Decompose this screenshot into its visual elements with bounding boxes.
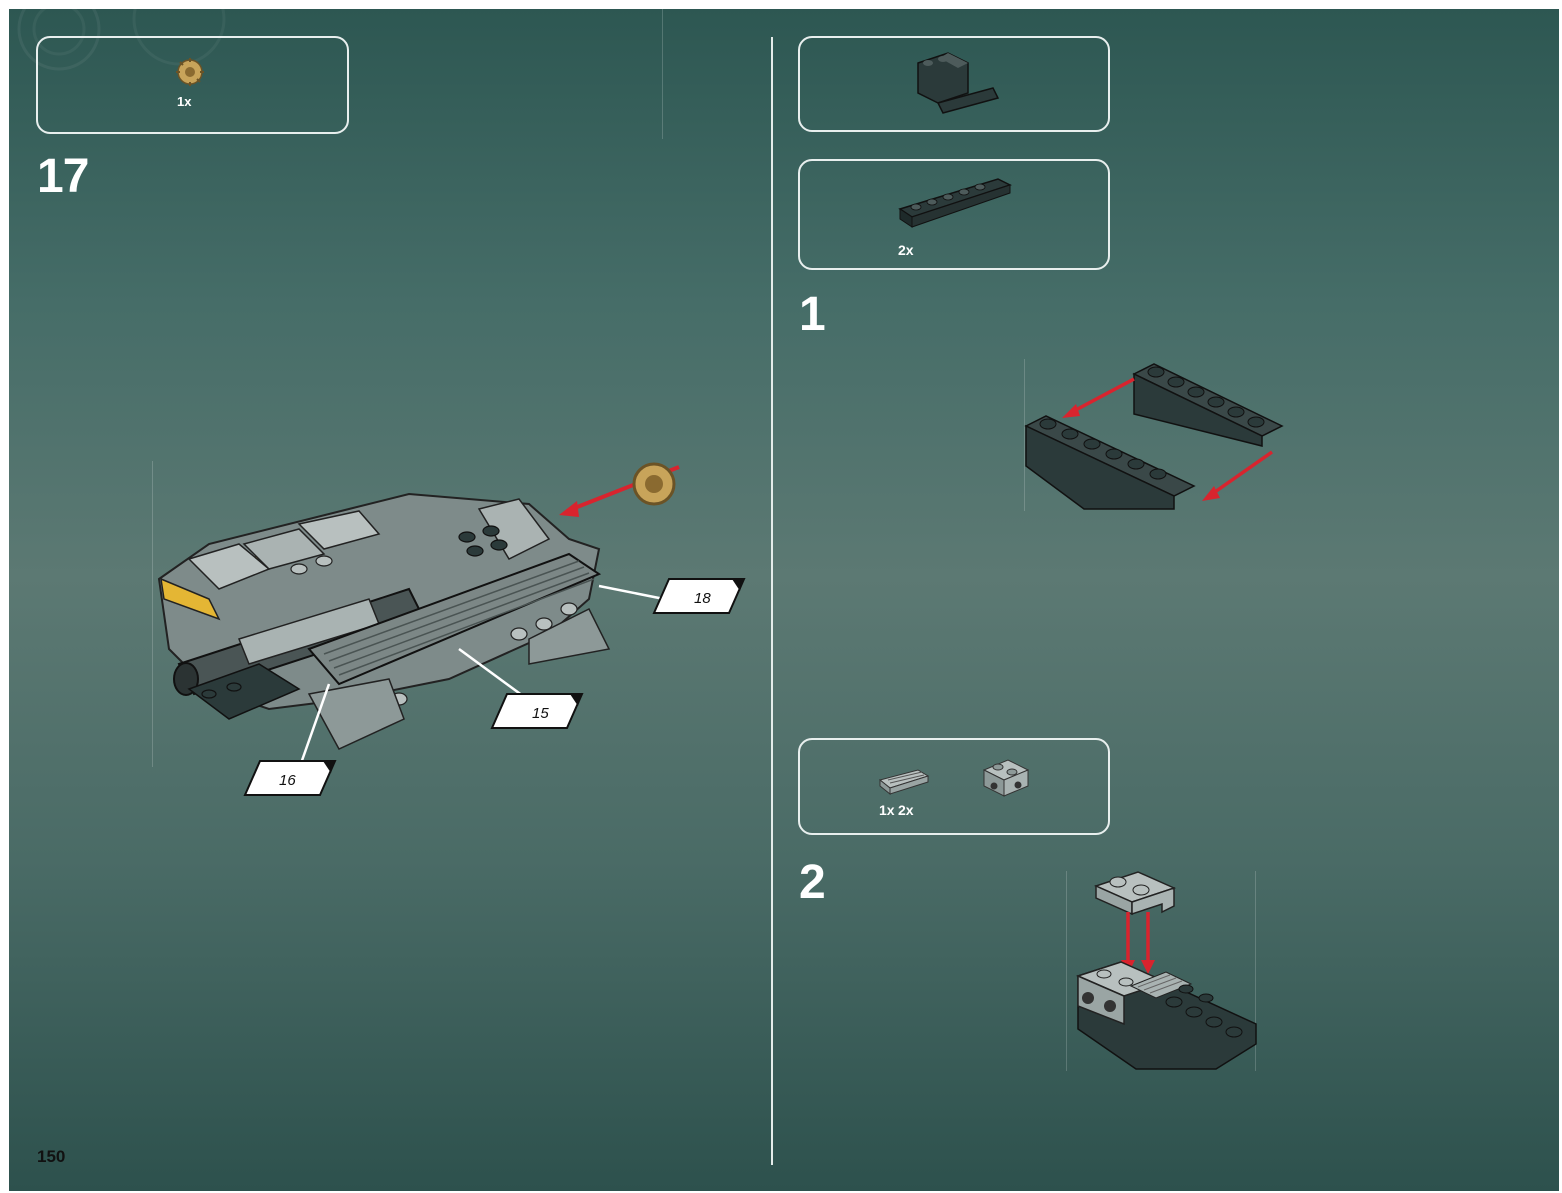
dark-gray-assembled-block-icon bbox=[917, 52, 1000, 114]
subassembly-ref-18: 18 bbox=[652, 578, 746, 614]
decorative-swirl bbox=[17, 9, 226, 71]
parts-callout-step-17: 1x bbox=[36, 36, 349, 134]
part-quantity: 1x bbox=[177, 94, 192, 109]
tan-gear-piece-icon bbox=[176, 58, 204, 86]
page-guide-line bbox=[662, 9, 663, 139]
part-quantity: 1x bbox=[879, 802, 895, 818]
dark-gray-slope-brick-icon bbox=[898, 178, 1012, 228]
parts-callout-step-1: 2x bbox=[798, 159, 1110, 270]
svg-text:15: 15 bbox=[532, 705, 549, 722]
spaceship-assembly-illustration bbox=[157, 462, 690, 770]
part-quantity: 2x bbox=[898, 802, 914, 818]
step-2-guide-line bbox=[1066, 871, 1067, 1071]
gray-bracket-brick-icon bbox=[982, 759, 1030, 797]
page-divider bbox=[771, 37, 773, 1165]
subassembly-ref-16: 16 bbox=[243, 760, 337, 796]
step-2-bracket-assembly-illustration bbox=[1075, 871, 1257, 1070]
parts-callout-subassembly bbox=[798, 36, 1110, 132]
step-number-1: 1 bbox=[799, 288, 826, 341]
step-2-guide-line bbox=[1255, 871, 1256, 1071]
svg-text:16: 16 bbox=[279, 772, 296, 789]
step-1-slope-bricks-illustration bbox=[1024, 363, 1284, 510]
svg-text:18: 18 bbox=[694, 590, 711, 607]
page-number: 150 bbox=[37, 1147, 66, 1166]
step-number-2: 2 bbox=[799, 856, 826, 909]
subassembly-ref-15: 15 bbox=[490, 693, 584, 729]
parts-callout-step-2: 1x 2x bbox=[798, 738, 1110, 835]
step-number: 17 bbox=[37, 150, 89, 203]
part-quantity: 2x bbox=[898, 242, 914, 258]
gray-grille-tile-icon bbox=[878, 769, 930, 796]
step-1-guide-line bbox=[1024, 359, 1025, 511]
instruction-page: 1x 17 bbox=[9, 9, 1559, 1191]
model-guide-line bbox=[152, 461, 153, 767]
